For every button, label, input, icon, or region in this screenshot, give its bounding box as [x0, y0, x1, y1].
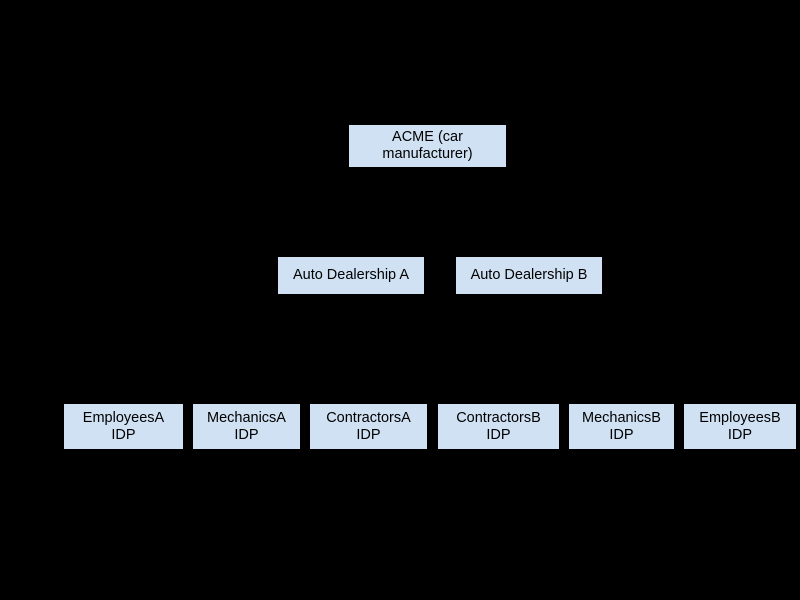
node-contractors-a-idp[interactable]: ContractorsA IDP: [309, 403, 428, 450]
node-mechanics-a-idp[interactable]: MechanicsA IDP: [192, 403, 301, 450]
node-employees-a-idp[interactable]: EmployeesA IDP: [63, 403, 184, 450]
node-label-auto-dealership-a: Auto Dealership A: [292, 267, 410, 283]
node-label-contractors-b-idp: ContractorsB IDP: [456, 409, 541, 443]
node-acme-root[interactable]: ACME (car manufacturer): [348, 124, 507, 168]
node-auto-dealership-b[interactable]: Auto Dealership B: [455, 256, 603, 295]
node-employees-b-idp[interactable]: EmployeesB IDP: [683, 403, 797, 450]
node-contractors-b-idp[interactable]: ContractorsB IDP: [437, 403, 560, 450]
node-label-mechanics-a-idp: MechanicsA IDP: [207, 409, 286, 443]
node-mechanics-b-idp[interactable]: MechanicsB IDP: [568, 403, 675, 450]
node-label-contractors-a-idp: ContractorsA IDP: [326, 409, 411, 443]
node-label-employees-a-idp: EmployeesA IDP: [82, 409, 165, 443]
node-label-mechanics-b-idp: MechanicsB IDP: [582, 409, 661, 443]
node-auto-dealership-a[interactable]: Auto Dealership A: [277, 256, 425, 295]
node-label-acme-root: ACME (car manufacturer): [382, 129, 473, 162]
node-label-employees-b-idp: EmployeesB IDP: [699, 409, 781, 443]
node-label-auto-dealership-b: Auto Dealership B: [470, 267, 588, 283]
